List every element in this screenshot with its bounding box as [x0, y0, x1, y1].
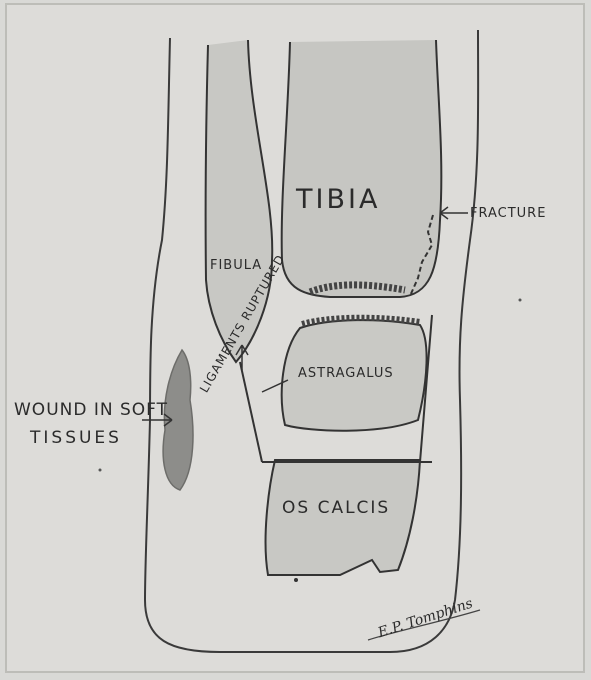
wound-label-line2: TISSUES: [30, 428, 122, 448]
wound-label-line1: WOUND IN SOFT: [14, 400, 168, 420]
tibia-bone: [282, 40, 442, 297]
fibula-label: FIBULA: [210, 258, 262, 273]
os-calcis-label: OS CALCIS: [282, 498, 390, 518]
tibia-label: TIBIA: [296, 184, 380, 215]
fracture-label: FRACTURE: [470, 206, 546, 221]
astragalus-label: ASTRAGALUS: [298, 366, 394, 381]
